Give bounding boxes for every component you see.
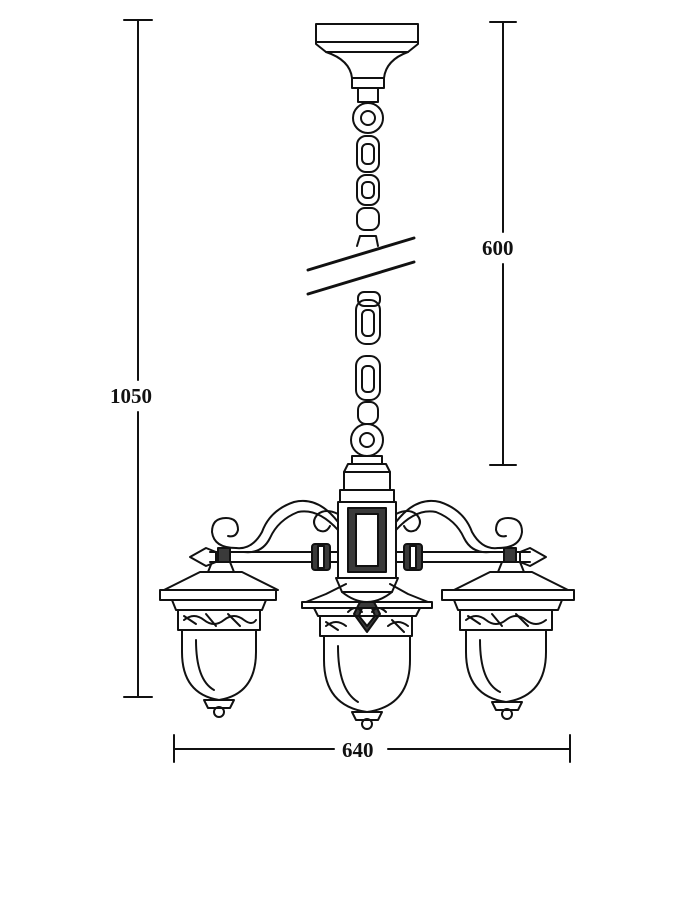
dimension-label-total-height: 1050 xyxy=(110,384,152,408)
ceiling-canopy xyxy=(315,23,419,103)
dimension-label-width: 640 xyxy=(338,740,378,761)
chain-lower xyxy=(350,291,384,457)
dimension-line-width xyxy=(173,734,571,763)
lantern-left xyxy=(159,561,279,718)
chain-break-marks xyxy=(306,236,416,296)
central-column xyxy=(335,455,399,603)
chandelier-arms xyxy=(189,500,547,571)
dimension-line-chain-length xyxy=(489,21,517,466)
lantern-center xyxy=(301,583,433,730)
chain-upper xyxy=(352,102,384,247)
lantern-right xyxy=(441,561,575,720)
dimension-line-total-height xyxy=(123,19,153,698)
dimension-label-chain-length: 600 xyxy=(482,236,514,260)
